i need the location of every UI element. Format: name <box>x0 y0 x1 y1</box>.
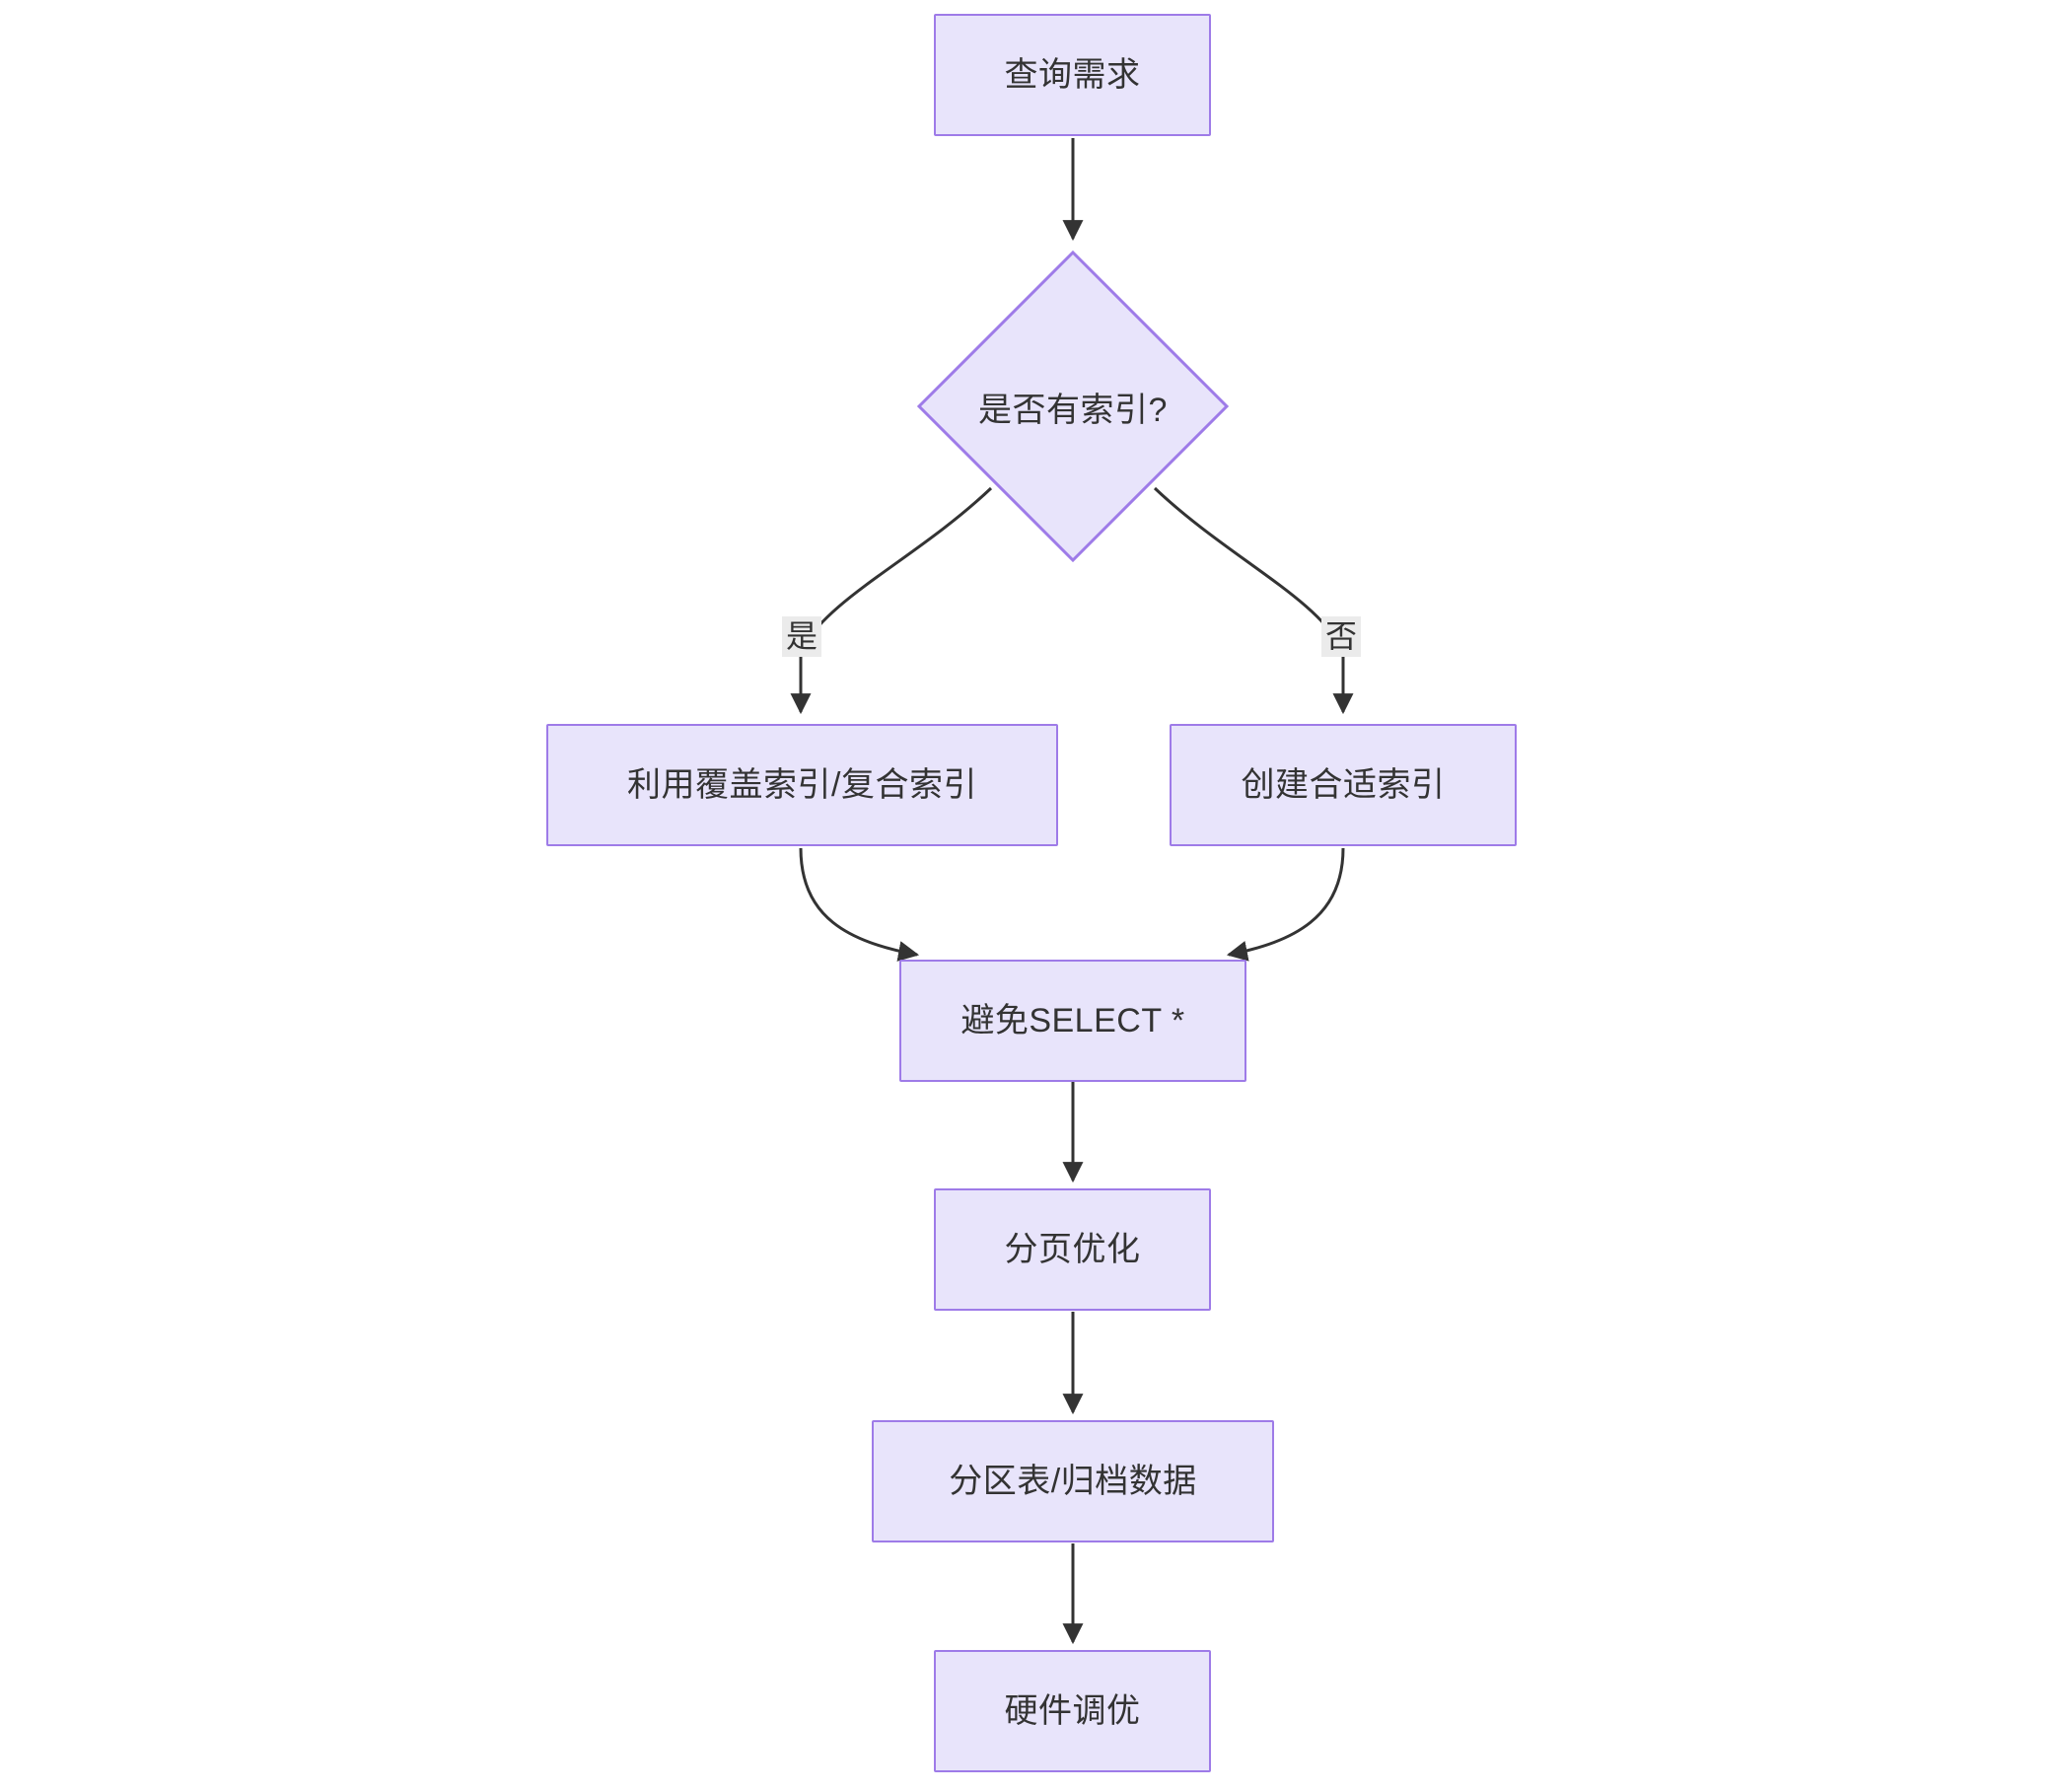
node-create-suitable-index[interactable]: 创建合适索引 <box>1170 724 1517 846</box>
edge-label-no-text: 否 <box>1325 618 1358 654</box>
edge-create-index-to-avoid-select <box>1226 847 1345 962</box>
node-hardware-tuning[interactable]: 硬件调优 <box>934 1650 1211 1772</box>
node-use-covering-composite-index[interactable]: 利用覆盖索引/复合索引 <box>546 724 1058 846</box>
edge-use-index-to-avoid-select <box>799 847 920 962</box>
node-query-requirement[interactable]: 查询需求 <box>934 14 1211 136</box>
node-partition-archive-data[interactable]: 分区表/归档数据 <box>872 1420 1274 1542</box>
edge-label-yes: 是 <box>782 616 822 658</box>
node-hardware-tuning-label: 硬件调优 <box>1004 1691 1141 1730</box>
node-has-index-decision[interactable]: 是否有索引? <box>915 249 1231 564</box>
node-avoid-select-star[interactable]: 避免SELECT * <box>899 960 1246 1082</box>
node-pagination-optimization[interactable]: 分页优化 <box>934 1188 1211 1311</box>
node-has-index-decision-label: 是否有索引? <box>978 391 1168 429</box>
edge-label-yes-text: 是 <box>786 618 818 654</box>
node-pagination-optimization-label: 分页优化 <box>1004 1230 1141 1268</box>
node-create-suitable-index-label: 创建合适索引 <box>1241 765 1446 804</box>
node-avoid-select-star-label: 避免SELECT * <box>960 1001 1185 1039</box>
diamond-shape <box>916 250 1230 563</box>
node-use-covering-composite-index-label: 利用覆盖索引/复合索引 <box>627 765 977 804</box>
node-query-requirement-label: 查询需求 <box>1004 55 1141 94</box>
node-partition-archive-data-label: 分区表/归档数据 <box>949 1462 1197 1500</box>
edge-label-no: 否 <box>1321 616 1362 658</box>
